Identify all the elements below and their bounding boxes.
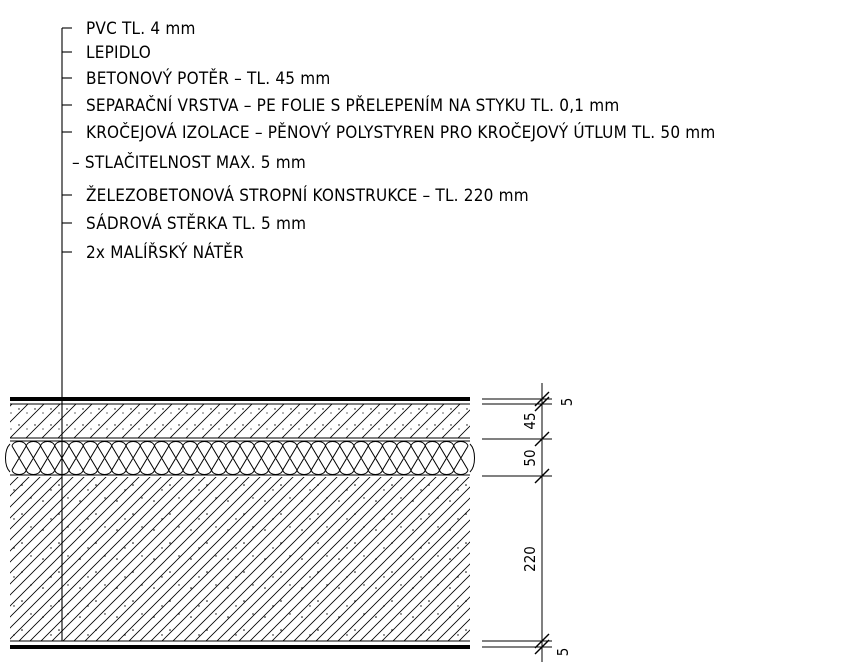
layer-impact-insulation <box>5 441 475 475</box>
legend-item: ŽELEZOBETONOVÁ STROPNÍ KONSTRUKCE – TL. … <box>62 184 529 206</box>
legend-item: PVC TL. 4 mm <box>62 19 196 39</box>
insulation-wave <box>11 441 469 475</box>
insulation-cap <box>469 443 475 473</box>
legend-item: LEPIDLO <box>62 43 151 63</box>
dimension-label: 5 <box>554 648 572 657</box>
legend-label: KROČEJOVÁ IZOLACE – PĚNOVÝ POLYSTYREN PR… <box>86 121 716 143</box>
layer-rc-slab <box>10 477 470 641</box>
legend-item: SEPARAČNÍ VRSTVA – PE FOLIE S PŘELEPENÍM… <box>62 94 619 116</box>
material-legend: PVC TL. 4 mm LEPIDLO BETONOVÝ POTĚR – TL. … <box>62 19 716 263</box>
legend-item: 2x MALÍŘSKÝ NÁTĚR <box>62 241 244 263</box>
dimension-label: 50 <box>521 449 539 466</box>
legend-label: – STLAČITELNOST MAX. 5 mm <box>72 151 306 173</box>
dimension-label: 5 <box>558 398 576 407</box>
legend-label: SÁDROVÁ STĚRKA TL. 5 mm <box>86 212 306 234</box>
layer-paint <box>10 645 470 649</box>
insulation-cap <box>5 443 11 473</box>
legend-item: SÁDROVÁ STĚRKA TL. 5 mm <box>62 212 306 234</box>
legend-label: LEPIDLO <box>86 43 151 63</box>
legend-label: PVC TL. 4 mm <box>86 19 196 39</box>
legend-item: – STLAČITELNOST MAX. 5 mm <box>72 151 306 173</box>
legend-label: BETONOVÝ POTĚR – TL. 45 mm <box>86 67 330 89</box>
legend-item: BETONOVÝ POTĚR – TL. 45 mm <box>62 67 330 89</box>
legend-label: ŽELEZOBETONOVÁ STROPNÍ KONSTRUKCE – TL. … <box>86 184 529 206</box>
legend-label: 2x MALÍŘSKÝ NÁTĚR <box>86 241 244 263</box>
legend-label: SEPARAČNÍ VRSTVA – PE FOLIE S PŘELEPENÍM… <box>86 94 619 116</box>
legend-item: KROČEJOVÁ IZOLACE – PĚNOVÝ POLYSTYREN PR… <box>62 121 716 143</box>
dimension-label: 45 <box>521 412 539 429</box>
layer-pvc <box>10 397 470 401</box>
dimension-chain: 5 45 50 220 5 <box>482 383 576 662</box>
dimension-label: 220 <box>521 546 539 572</box>
layer-concrete-screed <box>10 404 470 438</box>
